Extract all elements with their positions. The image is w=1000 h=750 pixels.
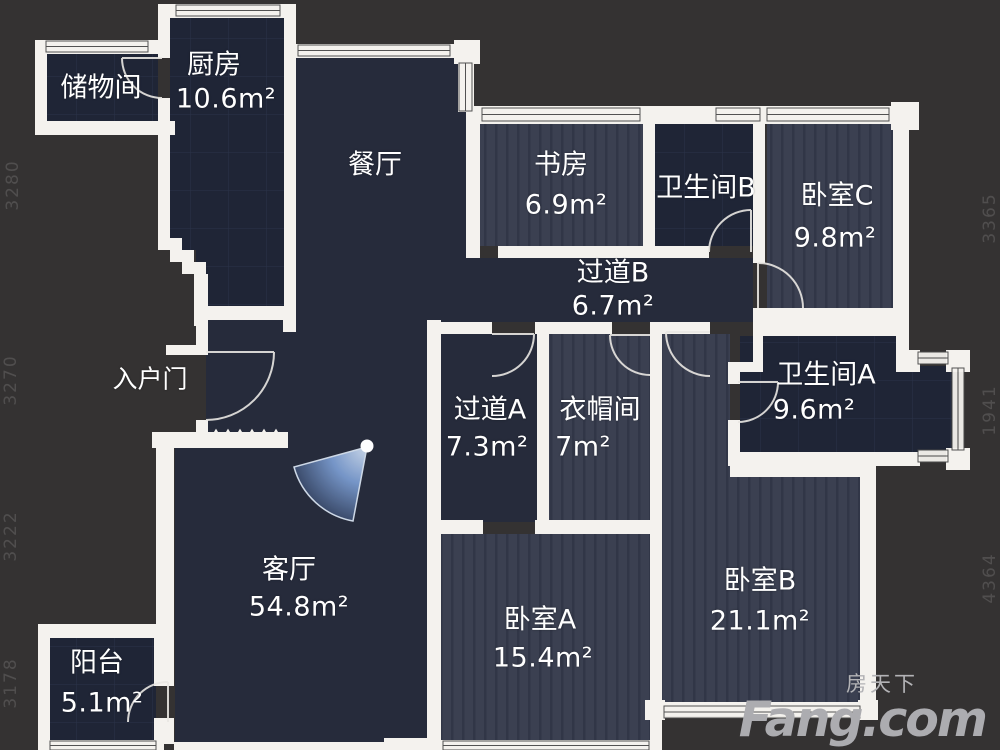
room-area-bathroom-a: 9.6m² xyxy=(772,394,856,426)
window-band xyxy=(45,4,965,750)
room-name-dining: 餐厅 xyxy=(348,149,402,181)
room-area-balcony: 5.1m² xyxy=(60,687,144,719)
fang-logo: Fang.com xyxy=(738,691,988,748)
storage-door-arc xyxy=(121,57,163,99)
room-area-hallway-b: 6.7m² xyxy=(571,290,655,322)
dimension-right-2: 1941 xyxy=(980,384,1000,436)
room-floor-bathroom-b xyxy=(655,124,753,246)
threshold-zigzag xyxy=(208,428,284,444)
windows xyxy=(45,4,965,750)
room-floor-study xyxy=(480,124,643,246)
room-floor-storage xyxy=(47,54,158,121)
entrance-door-label: 入户门 xyxy=(112,364,188,394)
room-name-hallway-b: 过道B xyxy=(576,257,650,289)
dimension-right-1: 3365 xyxy=(980,192,1000,244)
room-name-balcony: 阳台 xyxy=(70,647,124,679)
room-floor-bedroom-c xyxy=(767,124,893,310)
room-name-bedroom-c: 卧室C xyxy=(800,180,874,212)
entrance-door-arc xyxy=(205,351,275,421)
room-name-living: 客厅 xyxy=(262,554,316,586)
room-name-hallway-a: 过道A xyxy=(453,394,527,426)
hallway-a-door-arc xyxy=(491,333,535,377)
bedroom-c-door-arc xyxy=(757,262,804,309)
room-floors xyxy=(47,18,954,744)
bathroom-b-door-arc xyxy=(708,209,752,253)
room-floor-living xyxy=(175,444,427,744)
cloakroom-door-arc xyxy=(609,334,651,376)
room-floor-lobby xyxy=(206,306,427,448)
room-floor-kitchen2 xyxy=(196,250,284,310)
room-name-bathroom-a: 卫生间A xyxy=(776,359,876,391)
room-name-bathroom-b: 卫生间B xyxy=(656,172,756,204)
room-name-study: 书房 xyxy=(534,149,588,181)
room-floor-bedroom-b xyxy=(662,464,862,704)
viewing-angle-fan-icon xyxy=(293,439,374,522)
room-area-bedroom-c: 9.8m² xyxy=(793,222,877,254)
room-name-bedroom-b: 卧室B xyxy=(723,565,797,597)
balcony-door-arc xyxy=(127,681,169,723)
room-floor-cloakroom xyxy=(549,334,650,522)
room-area-living: 54.8m² xyxy=(248,591,350,623)
room-floor-bathroom-a xyxy=(740,336,905,454)
dimension-left-1: 3280 xyxy=(3,159,23,211)
dimension-right-3: 4364 xyxy=(980,552,1000,604)
dimension-left-3: 3222 xyxy=(1,510,21,562)
room-name-storage: 储物间 xyxy=(60,72,142,104)
dimension-left-4: 3178 xyxy=(1,657,21,709)
room-area-bedroom-b: 21.1m² xyxy=(709,605,811,637)
room-floor-kitchen xyxy=(170,18,284,250)
room-name-cloakroom: 衣帽间 xyxy=(559,394,641,426)
room-area-study: 6.9m² xyxy=(524,189,608,221)
room-area-cloakroom: 7m² xyxy=(555,431,611,463)
room-area-kitchen: 10.6m² xyxy=(175,83,277,115)
bedroom-b-door-arc xyxy=(665,331,711,377)
bathroom-a-door-arc xyxy=(737,381,779,423)
room-floor-bedroom-a xyxy=(441,534,650,742)
room-floor-corridor-left xyxy=(427,258,466,322)
room-area-bedroom-a: 15.4m² xyxy=(492,642,594,674)
doors xyxy=(121,57,804,723)
room-name-kitchen: 厨房 xyxy=(187,49,241,81)
room-floor-hallway-b xyxy=(466,258,753,322)
room-area-hallway-a: 7.3m² xyxy=(445,431,529,463)
room-floor-balcony xyxy=(50,638,156,740)
watermark-cn-text: 房天下 xyxy=(846,672,918,696)
room-name-bedroom-a: 卧室A xyxy=(503,604,577,636)
fan-origin-dot xyxy=(360,439,374,453)
dimension-left-2: 3270 xyxy=(1,354,21,406)
room-floor-bathroom-a-bay xyxy=(896,366,954,452)
